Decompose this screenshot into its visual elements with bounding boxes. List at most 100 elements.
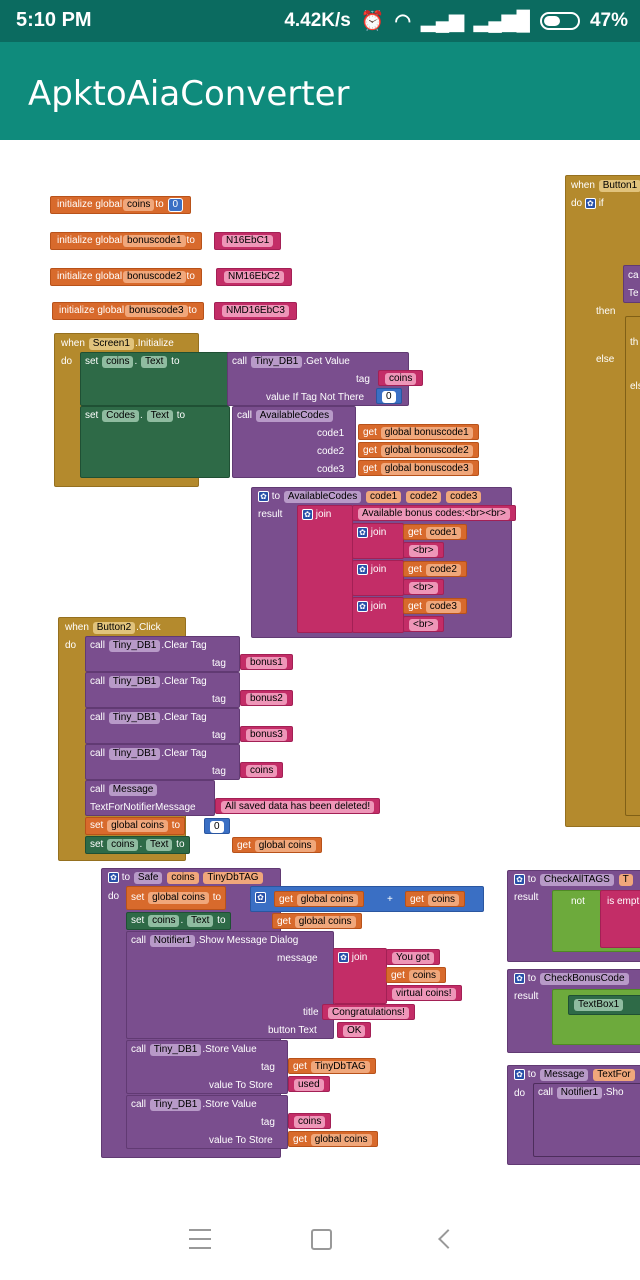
text-field[interactable]: virtual coins! bbox=[392, 988, 456, 1000]
component-dropdown[interactable]: coins bbox=[148, 915, 180, 927]
component-dropdown[interactable]: Button1 bbox=[598, 180, 640, 192]
var-dropdown[interactable]: code1 bbox=[425, 527, 461, 539]
var-dropdown[interactable]: global coins bbox=[296, 894, 358, 906]
text-block[interactable]: <br> bbox=[403, 579, 444, 595]
procedure-name[interactable]: AvailableCodes bbox=[283, 491, 362, 503]
var-dropdown[interactable]: global coins bbox=[294, 916, 356, 928]
component-dropdown[interactable]: Tiny_DB1 bbox=[149, 1099, 202, 1111]
number-block[interactable]: 0 bbox=[376, 388, 402, 404]
number-field[interactable]: 0 bbox=[210, 821, 224, 833]
component-dropdown[interactable]: Tiny_DB1 bbox=[149, 1044, 202, 1056]
component-dropdown[interactable]: Screen1 bbox=[88, 338, 134, 350]
param[interactable]: coins bbox=[167, 872, 199, 884]
getter-block[interactable]: get global bonuscode2 bbox=[358, 442, 479, 458]
text-block[interactable]: <br> bbox=[403, 616, 444, 632]
property-dropdown[interactable]: Text bbox=[146, 410, 173, 422]
text-field[interactable]: bonus3 bbox=[246, 729, 287, 741]
var-dropdown[interactable]: global coins bbox=[148, 892, 209, 904]
gear-icon[interactable]: ✿ bbox=[514, 972, 525, 984]
text-block[interactable]: virtual coins! bbox=[386, 985, 462, 1001]
gear-icon[interactable]: ✿ bbox=[258, 490, 269, 502]
getter-block[interactable]: get coins bbox=[405, 891, 466, 907]
text-field[interactable]: coins bbox=[246, 765, 278, 777]
var-dropdown[interactable]: code3 bbox=[425, 601, 461, 613]
text-field[interactable]: N16EbC1 bbox=[222, 235, 274, 247]
join-block[interactable]: ✿ join bbox=[333, 948, 387, 1004]
component-dropdown[interactable]: coins bbox=[107, 839, 139, 851]
component-dropdown[interactable]: Notifier1 bbox=[149, 935, 196, 947]
param[interactable]: code1 bbox=[366, 491, 402, 503]
component-dropdown[interactable]: Notifier1 bbox=[556, 1087, 603, 1099]
getter-block[interactable]: get global coins bbox=[232, 837, 322, 853]
join-block[interactable]: ✿ join bbox=[352, 560, 404, 596]
gear-icon[interactable]: ✿ bbox=[584, 197, 596, 209]
setter-block[interactable]: set coins. Text to bbox=[80, 352, 230, 406]
getter-block[interactable]: get TinyDbTAG bbox=[288, 1058, 376, 1074]
var-dropdown[interactable]: global bonuscode2 bbox=[380, 445, 473, 457]
text-field[interactable]: Congratulations! bbox=[328, 1007, 409, 1019]
text-field[interactable]: used bbox=[294, 1079, 324, 1091]
var-dropdown[interactable]: code2 bbox=[425, 564, 461, 576]
component-dropdown[interactable]: Tiny_DB1 bbox=[108, 640, 161, 652]
param[interactable]: TinyDbTAG bbox=[203, 872, 263, 884]
text-block[interactable]: Available bonus codes:<br><br> bbox=[352, 505, 516, 521]
var-dropdown[interactable]: coins bbox=[408, 970, 441, 982]
component-dropdown[interactable]: Tiny_DB1 bbox=[108, 748, 161, 760]
var-dropdown[interactable]: global coins bbox=[107, 820, 168, 832]
number-field[interactable]: 0 bbox=[167, 198, 184, 212]
getter-block[interactable]: get global bonuscode1 bbox=[358, 424, 479, 440]
gear-icon[interactable]: ✿ bbox=[338, 951, 349, 963]
property-dropdown[interactable]: Text bbox=[141, 356, 168, 368]
var-dropdown[interactable]: coins bbox=[427, 894, 460, 906]
getter-block[interactable]: get global coins bbox=[272, 913, 362, 929]
text-block[interactable]: NMD16EbC3 bbox=[214, 302, 297, 320]
text-block[interactable]: You got bbox=[386, 949, 440, 965]
text-block[interactable]: used bbox=[288, 1076, 330, 1092]
var-dropdown[interactable]: TinyDbTAG bbox=[310, 1061, 370, 1073]
text-block[interactable]: bonus2 bbox=[240, 690, 293, 706]
text-block[interactable]: coins bbox=[240, 762, 284, 778]
text-block[interactable]: <br> bbox=[403, 542, 444, 558]
getter-block[interactable]: get code2 bbox=[403, 561, 467, 577]
component-dropdown[interactable]: coins bbox=[102, 356, 134, 368]
param[interactable]: TextFor bbox=[593, 1069, 635, 1081]
storevalue-block[interactable]: call Tiny_DB1.Store Value tag value To S… bbox=[126, 1040, 288, 1094]
text-block[interactable]: bonus3 bbox=[240, 726, 293, 742]
var-name[interactable]: bonuscode1 bbox=[123, 235, 186, 247]
text-block[interactable]: coins bbox=[378, 370, 424, 386]
component-dropdown[interactable]: TextBox1 bbox=[574, 999, 624, 1011]
var-name[interactable]: bonuscode2 bbox=[123, 271, 186, 283]
component-dropdown[interactable]: Codes bbox=[102, 410, 140, 422]
text-field[interactable]: bonus1 bbox=[246, 657, 287, 669]
procedure-name[interactable]: Safe bbox=[133, 872, 163, 884]
getter-block[interactable]: get code1 bbox=[403, 524, 467, 540]
setter-block[interactable]: set coins. Text to bbox=[126, 912, 231, 930]
number-field[interactable]: 0 bbox=[382, 391, 396, 403]
getter-block[interactable]: get global coins bbox=[288, 1131, 378, 1147]
text-field[interactable]: bonus2 bbox=[246, 693, 287, 705]
param[interactable]: code3 bbox=[446, 491, 482, 503]
join-block[interactable]: ✿ join bbox=[352, 523, 404, 559]
text-field[interactable]: <br> bbox=[409, 619, 438, 631]
getter-block[interactable]: get global coins bbox=[274, 891, 364, 907]
nested-if-block[interactable]: thels bbox=[625, 316, 640, 816]
menu-icon[interactable] bbox=[189, 1229, 211, 1249]
set-global-block[interactable]: set global coins to bbox=[126, 886, 227, 910]
getter-block[interactable]: get code3 bbox=[403, 598, 467, 614]
gear-icon[interactable]: ✿ bbox=[514, 1068, 525, 1080]
var-name[interactable]: coins bbox=[123, 199, 155, 211]
gear-icon[interactable]: ✿ bbox=[357, 526, 368, 538]
param[interactable]: code2 bbox=[406, 491, 442, 503]
text-field[interactable]: NM16EbC2 bbox=[224, 271, 284, 283]
text-field[interactable]: You got bbox=[392, 952, 434, 964]
back-icon[interactable] bbox=[438, 1229, 458, 1249]
text-block[interactable]: N16EbC1 bbox=[214, 232, 282, 250]
property-dropdown[interactable]: Text bbox=[146, 839, 173, 851]
call-procedure-block[interactable]: call AvailableCodes code1 code2 code3 bbox=[232, 406, 356, 478]
component-dropdown[interactable]: Button2 bbox=[92, 622, 136, 634]
